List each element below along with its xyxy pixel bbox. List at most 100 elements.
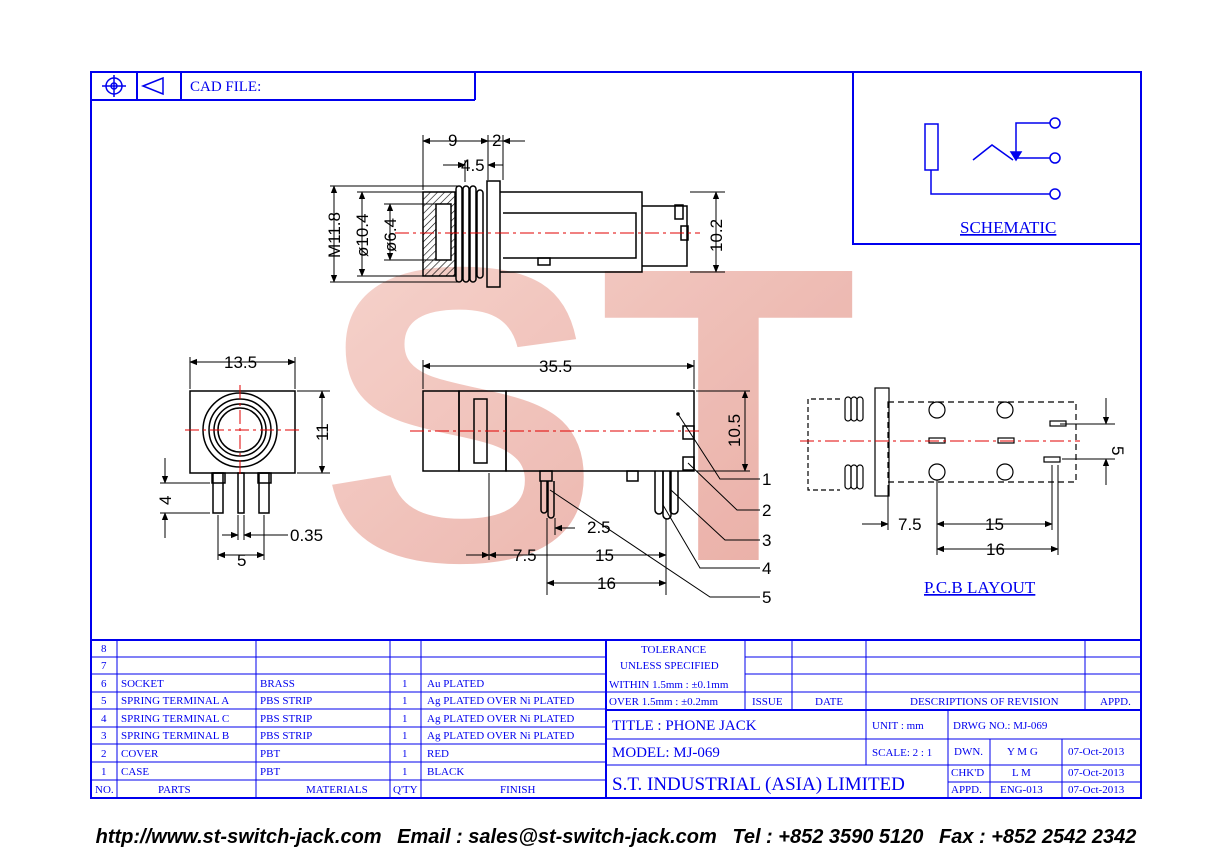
website-link[interactable]: http://www.st-switch-jack.com	[95, 826, 382, 848]
dim-2-5: 2.5	[587, 518, 611, 537]
revision-appd: APPD.	[1100, 696, 1131, 708]
chkd-label: CHK'D	[951, 767, 984, 779]
bom-finish: Au PLATED	[427, 678, 484, 690]
schematic-label: SCHEMATIC	[960, 218, 1056, 237]
dim-0-35: 0.35	[290, 526, 323, 545]
bom-qty: 1	[402, 695, 408, 707]
pcb-dim-15: 15	[985, 515, 1004, 534]
revision-issue: ISSUE	[752, 696, 783, 708]
tolerance-title: TOLERANCE	[641, 644, 706, 656]
revision-desc: DESCRIPTIONS OF REVISION	[910, 696, 1059, 708]
dim-dia-6-4: ø6.4	[381, 218, 400, 252]
bom-finish: Ag PLATED OVER Ni PLATED	[427, 695, 574, 707]
side-view	[189, 390, 296, 514]
email-text[interactable]: Email : sales@st-switch-jack.com	[397, 826, 717, 848]
bom-no: 2	[101, 748, 107, 760]
callout-4: 4	[762, 559, 771, 578]
dim-10-5: 10.5	[725, 414, 744, 447]
pcb-layout-label: P.C.B LAYOUT	[924, 578, 1036, 597]
table-row: 4 SPRING TERMINAL C PBS STRIP 1 Ag PLATE…	[101, 713, 574, 725]
bom-no: 8	[101, 643, 107, 655]
dim-9: 9	[448, 131, 457, 150]
table-row: 6 SOCKET BRASS 1 Au PLATED	[101, 678, 484, 690]
table-row: 7	[101, 660, 107, 672]
contact-footer: http://www.st-switch-jack.com Email : sa…	[0, 826, 1232, 849]
tolerance-subtitle: UNLESS SPECIFIED	[620, 660, 719, 672]
bom-header-finish: FINISH	[500, 784, 536, 796]
bom-headers: NO. PARTS MATERIALS Q'TY FINISH	[95, 784, 536, 796]
bom-qty: 1	[402, 713, 408, 725]
bom-no: 5	[101, 695, 107, 707]
dim-35-5: 35.5	[539, 357, 572, 376]
chkd-value: L M	[1012, 767, 1031, 779]
bom-no: 7	[101, 660, 107, 672]
title-block-grid	[606, 639, 1141, 798]
thread-ridges	[455, 185, 484, 283]
bom-part: SOCKET	[121, 678, 164, 690]
chkd-date: 07-Oct-2013	[1068, 767, 1125, 779]
dim-13-5: 13.5	[224, 353, 257, 372]
front-dims	[422, 360, 760, 598]
top-dims	[330, 135, 725, 283]
bom-part: SPRING TERMINAL C	[121, 713, 229, 725]
tolerance-line-2: OVER 1.5mm : ±0.2mm	[609, 696, 718, 708]
dim-10-2: 10.2	[707, 219, 726, 252]
side-dims	[160, 357, 330, 560]
company-name: S.T. INDUSTRIAL (ASIA) LIMITED	[612, 774, 905, 795]
callout-2: 2	[762, 501, 771, 520]
drawing-title: TITLE : PHONE JACK	[612, 718, 757, 734]
bom-material: BRASS	[260, 678, 295, 690]
callout-dot-1	[676, 412, 680, 416]
pcb-dim-7-5: 7.5	[898, 515, 922, 534]
bom-rows: 8 7 6 SOCKET BRASS 1 Au PLATED 5 SPRING …	[101, 643, 574, 778]
callout-3: 3	[762, 531, 771, 550]
dim-4: 4	[156, 496, 175, 505]
appd-value: ENG-013	[1000, 784, 1043, 796]
bom-part: SPRING TERMINAL B	[121, 730, 229, 742]
st-watermark: ST	[320, 181, 857, 650]
bom-header-parts: PARTS	[158, 784, 191, 796]
top-view	[422, 180, 689, 288]
drawing-model: MODEL: MJ-069	[612, 745, 720, 761]
callout-5: 5	[762, 588, 771, 607]
table-row: 2 COVER PBT 1 RED	[101, 748, 449, 760]
bom-no: 3	[101, 730, 107, 742]
title-block: TITLE : PHONE JACK UNIT : mm DRWG NO.: M…	[612, 718, 1125, 796]
tolerance-line-1: WITHIN 1.5mm : ±0.1mm	[609, 679, 729, 691]
bom-material: PBT	[260, 766, 280, 778]
dim-4-5: 4.5	[461, 156, 485, 175]
fax-text: Fax : +852 2542 2342	[938, 826, 1137, 848]
bom-part: CASE	[121, 766, 149, 778]
tel-text: Tel : +852 3590 5120	[732, 826, 924, 848]
table-row: 1 CASE PBT 1 BLACK	[101, 766, 464, 778]
bom-material: PBS STRIP	[260, 695, 312, 707]
dim-15: 15	[595, 546, 614, 565]
bom-qty: 1	[402, 678, 408, 690]
bom-no: 6	[101, 678, 107, 690]
bom-part: SPRING TERMINAL A	[121, 695, 229, 707]
bom-finish: BLACK	[427, 766, 464, 778]
revision-header: ISSUE DATE DESCRIPTIONS OF REVISION APPD…	[752, 696, 1131, 708]
table-row: 5 SPRING TERMINAL A PBS STRIP 1 Ag PLATE…	[101, 695, 574, 707]
revision-date: DATE	[815, 696, 843, 708]
drawing-number: DRWG NO.: MJ-069	[953, 720, 1048, 732]
bom-finish: RED	[427, 748, 449, 760]
bom-finish: Ag PLATED OVER Ni PLATED	[427, 713, 574, 725]
pcb-dims	[862, 398, 1115, 555]
table-row: 8	[101, 643, 107, 655]
dim-11: 11	[313, 423, 332, 441]
bom-finish: Ag PLATED OVER Ni PLATED	[427, 730, 574, 742]
bom-header-no: NO.	[95, 784, 114, 796]
table-row: 3 SPRING TERMINAL B PBS STRIP 1 Ag PLATE…	[101, 730, 574, 742]
dwn-value: Y M G	[1007, 746, 1038, 758]
drawing-scale: SCALE: 2 : 1	[872, 747, 932, 759]
pcb-dim-5: 5	[1108, 446, 1127, 455]
cad-file-label: CAD FILE:	[190, 79, 261, 95]
bom-grid	[91, 639, 607, 798]
bom-no: 4	[101, 713, 107, 725]
dwn-label: DWN.	[954, 746, 983, 758]
appd-date: 07-Oct-2013	[1068, 784, 1125, 796]
bom-qty: 1	[402, 730, 408, 742]
appd-label: APPD.	[951, 784, 982, 796]
dim-7-5: 7.5	[513, 546, 537, 565]
